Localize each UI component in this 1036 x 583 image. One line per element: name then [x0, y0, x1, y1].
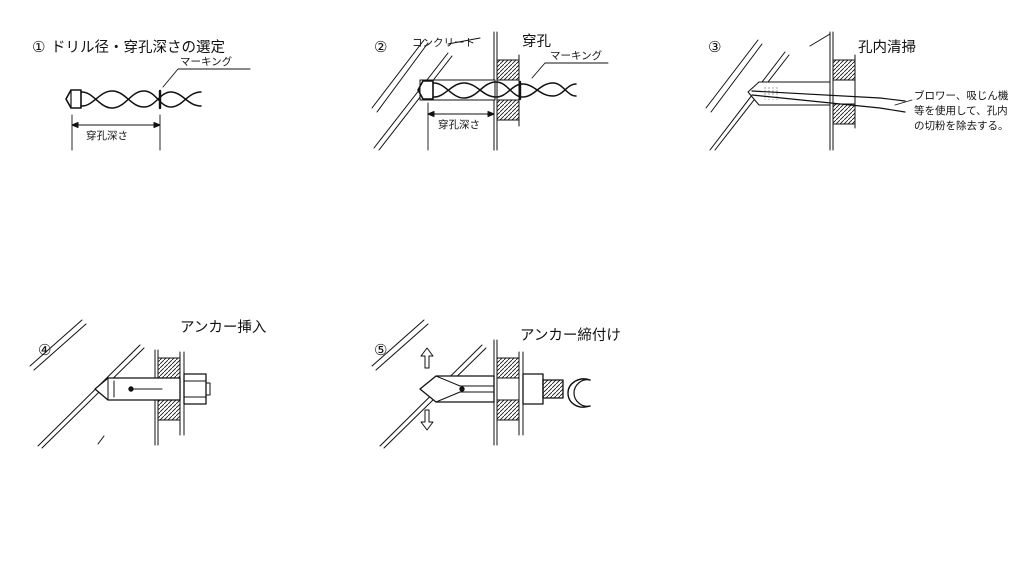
- step-5-title: アンカー締付け: [520, 327, 621, 344]
- nut-icon: [522, 373, 564, 405]
- anchor-bolt-icon: [419, 375, 495, 403]
- step-2-depth-label: 穿孔深さ: [438, 118, 480, 131]
- step-2-title: 穿孔: [522, 33, 551, 50]
- step-3-text: ③ 孔内清掃 ブロワー、吸じん機 等を使用して、孔内 の切粉を除去する。: [708, 38, 1009, 132]
- concrete-hatching: [371, 37, 481, 151]
- step-3-note-line-2: 等を使用して、孔内: [914, 104, 1008, 117]
- step-5-number: ⑤: [374, 341, 387, 359]
- step-4: [29, 319, 211, 449]
- step-2-number: ②: [374, 38, 387, 56]
- concrete-hatching: [29, 319, 145, 449]
- step-1-number: ①: [32, 38, 45, 56]
- step-5: [371, 319, 591, 449]
- step-2-marking-label: マーキング: [550, 49, 603, 62]
- concrete-hatching: [705, 33, 831, 151]
- step-3-note-line-1: ブロワー、吸じん機: [914, 89, 1009, 102]
- expansion-arrow-icon: [420, 347, 434, 431]
- step-3-note-line-3: の切粉を除去する。: [914, 119, 1009, 132]
- marking-leader: [162, 68, 251, 88]
- drill-bit-icon: [65, 89, 202, 110]
- blower-nozzle-icon: [747, 81, 906, 113]
- step-4-title: アンカー挿入: [180, 319, 266, 336]
- step-5-text: ⑤ アンカー締付け: [374, 327, 621, 359]
- step-2-concrete-label: コンクリート: [412, 37, 475, 49]
- step-3-title: 孔内清掃: [858, 38, 916, 56]
- rotation-arrow-icon: [567, 378, 591, 408]
- step-1-marking-label: マーキング: [180, 55, 233, 68]
- nut-icon: [183, 373, 211, 405]
- step-3: [705, 31, 913, 151]
- anchor-bolt-icon: [94, 377, 181, 401]
- step-1: [65, 68, 251, 151]
- step-2-text: ② コンクリート 穿孔 マーキング 穿孔深さ: [374, 33, 603, 131]
- step-1-text: ① ドリル径・穿孔深さの選定 マーキング 穿孔深さ: [32, 38, 233, 142]
- step-4-text: ④ アンカー挿入: [38, 319, 266, 359]
- drill-bit-icon: [417, 80, 577, 101]
- step-1-title: ドリル径・穿孔深さの選定: [51, 39, 225, 56]
- step-4-number: ④: [38, 341, 51, 359]
- step-3-number: ③: [708, 38, 721, 56]
- step-2: [371, 31, 609, 151]
- step-1-depth-label: 穿孔深さ: [86, 129, 128, 142]
